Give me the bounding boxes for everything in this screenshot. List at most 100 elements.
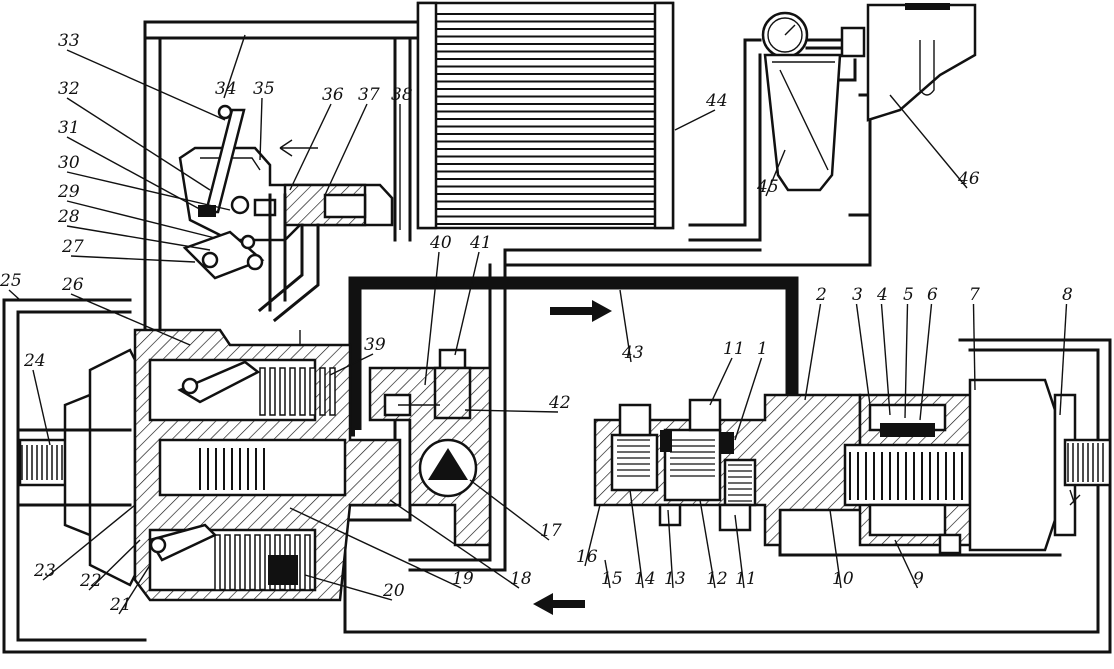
part-label: 11: [735, 569, 757, 589]
part-label: 42: [548, 393, 571, 413]
control-valve-housing: [178, 104, 394, 323]
leader-lines: [8, 34, 1068, 615]
leader-line: [889, 94, 968, 189]
leader-line: [70, 255, 196, 263]
part-label: 14: [634, 569, 656, 589]
leader-line: [709, 357, 733, 406]
part-label: 32: [58, 79, 80, 99]
leader-line: [855, 303, 871, 406]
part-label: 20: [382, 581, 405, 601]
leader-line: [894, 539, 919, 589]
part-label: 33: [58, 31, 80, 51]
leader-line: [454, 251, 480, 356]
part-label: 26: [61, 275, 84, 295]
leader-line: [464, 409, 559, 413]
leader-line: [674, 109, 716, 131]
part-label: 6: [927, 285, 938, 305]
leader-line: [66, 200, 216, 239]
leader-line: [424, 251, 440, 386]
leader-line: [88, 539, 141, 591]
part-label: 15: [601, 569, 623, 589]
part-label: 28: [57, 207, 80, 227]
leader-line: [259, 97, 263, 161]
leader-line: [734, 357, 763, 441]
part-label: 23: [33, 561, 56, 581]
leader-line: [619, 289, 632, 363]
part-label: 25: [0, 271, 22, 291]
part-label: 10: [832, 569, 854, 589]
part-label: 29: [57, 182, 80, 202]
part-label: 31: [58, 118, 80, 138]
leader-line: [972, 303, 976, 391]
leader-line: [765, 149, 786, 197]
leader-line: [70, 293, 191, 346]
part-label: 45: [756, 177, 779, 197]
part-label: 2: [815, 285, 827, 305]
part-label: 12: [706, 569, 728, 589]
part-label: 44: [705, 91, 728, 111]
right-clutch-assembly: [843, 378, 1112, 555]
leader-line: [118, 564, 151, 615]
leader-line: [734, 514, 745, 589]
leader-line: [389, 499, 520, 589]
left-clutch-assembly: [16, 328, 402, 602]
part-label: 38: [391, 85, 413, 105]
leader-line: [223, 34, 246, 99]
part-label: 30: [58, 153, 80, 173]
part-label: 27: [61, 237, 84, 257]
part-label: 18: [510, 569, 532, 589]
leader-line: [66, 136, 206, 213]
part-label: 24: [23, 351, 46, 371]
part-label: 37: [358, 85, 380, 105]
part-label: 16: [576, 547, 598, 567]
leader-line: [66, 225, 211, 251]
radiator-44: [416, 1, 675, 230]
part-label: 22: [79, 571, 102, 591]
part-label: 9: [913, 569, 924, 589]
leader-line: [66, 49, 226, 121]
leader-line: [66, 97, 211, 191]
part-label: 13: [664, 569, 686, 589]
part-label: 34: [215, 79, 237, 99]
part-label: 17: [540, 521, 562, 541]
part-label: 40: [429, 233, 452, 253]
leader-line: [584, 504, 601, 567]
part-label: 1: [757, 339, 768, 359]
leader-line: [42, 504, 136, 581]
leader-line: [289, 507, 462, 589]
part-label: 43: [621, 343, 644, 363]
leader-line: [880, 303, 891, 416]
pump-block: [368, 348, 492, 547]
part-label: 7: [969, 285, 980, 305]
leader-line: [699, 499, 716, 589]
leader-line: [667, 509, 674, 589]
leader-line: [804, 303, 822, 401]
leader-line: [904, 303, 909, 419]
leader-line: [469, 479, 550, 541]
leader-line: [8, 289, 21, 301]
part-label: 35: [253, 79, 275, 99]
leader-line: [32, 369, 51, 446]
leader-line: [1059, 303, 1068, 416]
part-label: 19: [452, 569, 474, 589]
leader-line: [919, 303, 933, 421]
right-valve-body: [593, 393, 862, 547]
leader-line: [329, 353, 374, 376]
leader-line: [66, 171, 231, 211]
flow-arrows: [533, 300, 612, 615]
part-label: 36: [322, 85, 344, 105]
part-label: 5: [903, 285, 914, 305]
part-label: 21: [109, 595, 132, 615]
part-label: 8: [1062, 285, 1073, 305]
leader-line: [604, 559, 611, 589]
leader-line: [629, 489, 644, 589]
leader-line: [289, 103, 332, 191]
part-label: 39: [364, 335, 386, 355]
part-label: 46: [957, 169, 980, 189]
part-label: 41: [469, 233, 492, 253]
filter-and-tank: [761, 3, 977, 192]
leader-line: [304, 574, 393, 601]
part-label: 11: [723, 339, 745, 359]
